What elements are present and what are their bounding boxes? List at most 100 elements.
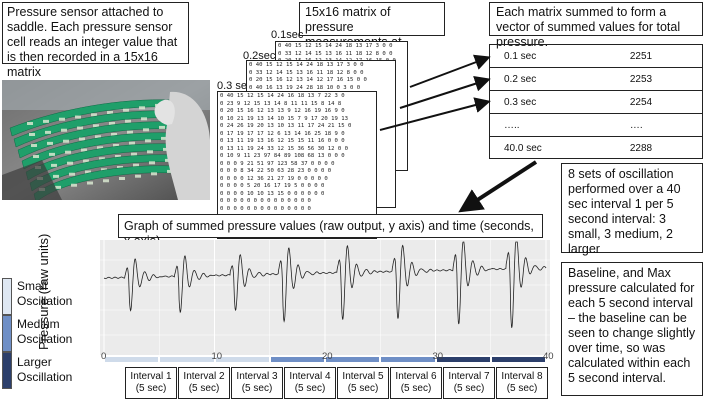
x-tick-label: 10: [211, 351, 223, 362]
sensor-cell: [79, 137, 85, 141]
sensor-cell: [159, 125, 165, 129]
interval-box: Interval 8 (5 sec): [496, 367, 548, 399]
x-tick-label: 20: [322, 351, 333, 362]
sensor-cell: [75, 115, 81, 119]
x-tick-label: 0: [101, 351, 107, 362]
vector-value: 2254: [629, 96, 653, 108]
interval-segment: [381, 357, 435, 362]
graph-title: Graph of summed pressure values (raw out…: [118, 214, 543, 248]
vector-value: 2288: [629, 143, 653, 154]
legend-label-medium: Medium Oscillation: [17, 317, 73, 346]
sensor-cell: [111, 133, 117, 136]
interval-box: Interval 4 (5 sec): [284, 367, 336, 399]
sensor-cell: [77, 126, 83, 130]
legend-label-larger: Larger Oscillation: [17, 355, 73, 384]
legend-swatch-small: [2, 278, 12, 315]
interval-segment: [326, 357, 380, 362]
sensor-cell: [61, 128, 67, 132]
sensor-photo-drawing: [2, 80, 210, 200]
vector-row: …..….: [490, 114, 702, 137]
sensor-cell: [91, 113, 97, 117]
sensor-cell: [49, 152, 55, 156]
sensor-cell: [129, 141, 135, 145]
oscillation-note: 8 sets of oscillation performed over a 4…: [561, 163, 703, 256]
vector-value: 2251: [629, 50, 653, 62]
sensor-cell: [115, 155, 121, 158]
matrix-title: 15x16 matrix of pressure measurements at…: [299, 2, 445, 64]
sensor-cell: [53, 174, 59, 178]
sensor-cell: [31, 144, 37, 147]
sensor-cell: [163, 147, 169, 151]
baseline-note: Baseline, and Max pressure calculated fo…: [561, 262, 703, 396]
arrow-to-row-1: [409, 54, 491, 88]
interval-segment: [105, 357, 159, 362]
sensor-cell: [65, 150, 71, 154]
vector-title: Each matrix summed to form a vector of s…: [489, 2, 703, 49]
vector-time: 0.2 sec: [504, 73, 537, 85]
sensor-cell: [131, 152, 137, 156]
sensor-note-text: Pressure sensor attached to saddle. Each…: [7, 5, 178, 79]
sensor-cell: [141, 117, 147, 121]
interval-box: Interval 3 (5 sec): [231, 367, 283, 399]
sensor-cell: [93, 124, 99, 128]
pressure-chart: [100, 240, 550, 355]
sensor-cell: [133, 163, 139, 167]
sensor-cell: [67, 161, 73, 165]
sensor-cell: [107, 111, 113, 114]
sensor-cell: [147, 150, 153, 154]
sensor-cell: [161, 136, 167, 140]
x-tick-label: 30: [432, 351, 444, 362]
sensor-cell: [109, 122, 115, 125]
vector-row: 0.1 sec 2251: [490, 45, 702, 68]
sensor-cell: [51, 163, 57, 167]
vector-time: 40.0 sec: [504, 143, 542, 154]
oscillation-note-text: 8 sets of oscillation performed over a 4…: [568, 167, 681, 256]
interval-box: Interval 2 (5 sec): [178, 367, 230, 399]
legend-swatch-medium: [2, 315, 12, 352]
vector-time: …..: [504, 119, 520, 131]
interval-box: Interval 6 (5 sec): [390, 367, 442, 399]
sensor-cell: [81, 148, 87, 152]
sensor-cell: [99, 157, 105, 161]
sensor-cell: [63, 139, 69, 143]
sensor-cell: [95, 135, 101, 139]
sensor-cell: [87, 181, 93, 185]
legend-swatch-larger: [2, 352, 12, 389]
matrix-label-0-2sec: 0.2sec: [243, 50, 276, 62]
sensor-cell: [45, 130, 51, 134]
sensor-cell: [143, 128, 149, 132]
interval-segment: [270, 357, 324, 362]
sensor-cell: [113, 144, 119, 147]
sensor-cell: [97, 146, 103, 150]
interval-segment: [215, 357, 269, 362]
sensor-cell: [117, 166, 123, 169]
sensor-cell: [27, 122, 33, 125]
sensor-photo: [2, 80, 210, 200]
sensor-cell: [127, 130, 133, 134]
vector-time: 0.1 sec: [504, 50, 537, 62]
sensor-cell: [55, 185, 61, 189]
sensor-cell: [139, 106, 145, 110]
sensor-cell: [101, 168, 107, 172]
matrix-label-0-1sec: 0.1sec: [271, 29, 304, 41]
sensor-cell: [149, 161, 155, 165]
sensor-cell: [83, 159, 89, 163]
interval-segment: [160, 357, 214, 362]
vector-title-text: Each matrix summed to form a vector of s…: [496, 5, 681, 49]
sensor-cell: [103, 179, 109, 183]
arrow-to-row-2: [399, 76, 491, 109]
sensor-cell: [135, 174, 141, 178]
matrix-label-0-3sec: 0.3 sec: [217, 80, 253, 92]
sensor-cell: [69, 172, 75, 176]
legend-label-small: Small Oscillation: [17, 279, 73, 308]
x-tick-label: 40: [543, 351, 554, 362]
sensor-cell: [43, 119, 49, 123]
sensor-cell: [59, 117, 65, 121]
sensor-cell: [85, 170, 91, 174]
sensor-cell: [167, 169, 173, 173]
interval-box: Interval 7 (5 sec): [443, 367, 495, 399]
pressure-trace: [103, 241, 547, 328]
sensor-note: Pressure sensor attached to saddle. Each…: [2, 2, 189, 79]
